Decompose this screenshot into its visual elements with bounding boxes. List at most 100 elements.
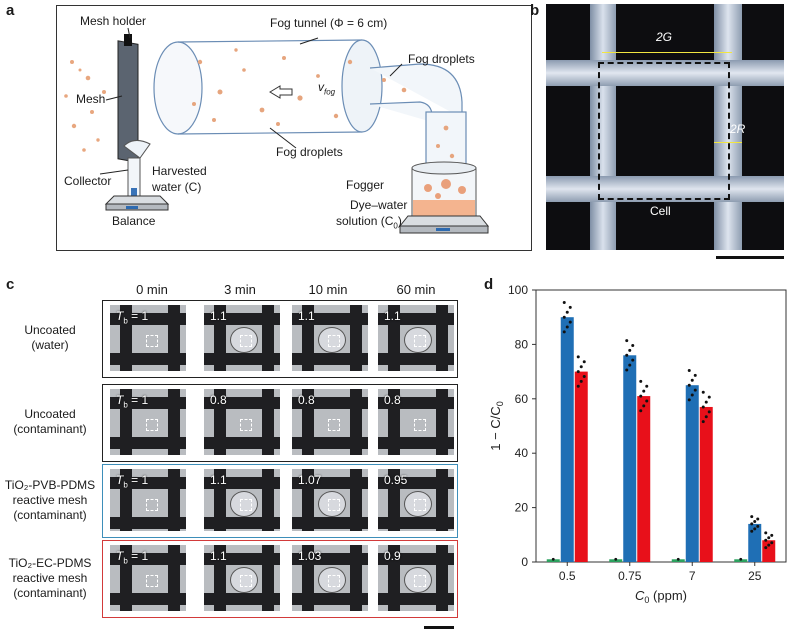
data-point: [704, 415, 708, 419]
roi-box: [328, 575, 340, 587]
data-point: [568, 320, 572, 324]
row-label-line: (contaminant): [13, 507, 87, 522]
roi-box: [146, 419, 158, 431]
y-tick-label: 20: [515, 501, 529, 515]
fog-droplets-bottom-label: Fog droplets: [276, 145, 343, 159]
droplet-photo: Tb = 1: [110, 305, 186, 371]
transmittance-value: 1.1: [384, 309, 401, 323]
y-tick-label: 60: [515, 392, 529, 406]
fogger-label: Fogger: [346, 178, 385, 192]
roi-box: [328, 419, 340, 431]
data-point: [551, 557, 555, 561]
data-point: [576, 355, 580, 359]
droplet: [404, 491, 432, 517]
y-axis-label: 1 − C/C0: [488, 401, 505, 450]
data-point: [693, 373, 697, 377]
balance-label: Balance: [112, 214, 156, 228]
transmittance-value: 1.1: [298, 309, 315, 323]
label-cell: Cell: [650, 204, 671, 218]
data-point: [704, 400, 708, 404]
tb-symbol: T: [116, 393, 124, 407]
x-axis-label-unit: (ppm): [649, 588, 687, 603]
transmittance-value: 0.8: [210, 393, 227, 407]
data-point: [701, 390, 705, 394]
bar: [748, 523, 762, 562]
data-point: [753, 519, 757, 523]
row-frame-2: [102, 464, 458, 538]
tb-symbol: T: [116, 549, 124, 563]
panel-label-b: b: [530, 2, 540, 19]
row-frame-3: [102, 540, 458, 618]
dye-label-2-end: ): [397, 214, 402, 228]
row-label-line: (contaminant): [13, 585, 87, 600]
mesh-fiber: [204, 553, 280, 565]
transmittance-value: 0.8: [298, 393, 315, 407]
transmittance-value: 1.07: [298, 473, 322, 487]
data-point: [579, 379, 583, 383]
data-point: [756, 524, 760, 528]
data-point: [631, 343, 635, 347]
v-fog-sub: fog: [324, 87, 336, 97]
dye-label-1: Dye–water: [350, 198, 408, 212]
y-tick-label: 100: [508, 283, 528, 297]
y-tick-label: 40: [515, 446, 529, 460]
row-label-1: Uncoated(contaminant): [0, 407, 100, 437]
transmittance-value: 0.8: [384, 393, 401, 407]
mesh-fiber: [292, 593, 368, 605]
data-point: [625, 353, 629, 357]
y-axis-label-sub: 0: [495, 401, 505, 406]
tb-sub: b: [123, 400, 128, 410]
droplet: [230, 567, 258, 593]
droplet-photo: 0.8: [378, 389, 454, 455]
data-point: [687, 369, 691, 373]
mesh-fiber: [204, 437, 280, 449]
tb-sub: b: [123, 556, 128, 566]
harvested-label-1: Harvested: [152, 164, 207, 178]
mesh-fiber: [204, 353, 280, 365]
droplet-photo: Tb = 1: [110, 389, 186, 455]
data-point: [582, 374, 586, 378]
data-point: [639, 379, 643, 383]
data-point: [750, 515, 754, 519]
droplet: [318, 327, 346, 353]
panel-label-a: a: [6, 2, 15, 19]
roi-box: [240, 335, 252, 347]
droplet: [230, 491, 258, 517]
data-point: [645, 399, 649, 403]
mesh-fiber: [110, 517, 186, 529]
mesh-fiber: [204, 477, 280, 489]
mesh-fiber: [378, 397, 454, 409]
fiber-vertical-left: [590, 4, 616, 250]
mesh-fiber: [378, 553, 454, 565]
data-point: [756, 517, 760, 521]
panel-label-d: d: [484, 276, 494, 293]
tb-symbol: T: [116, 473, 124, 487]
x-axis-label-symbol: C: [635, 588, 645, 603]
row-label-line: Uncoated: [24, 323, 76, 337]
droplet-photo: 0.8: [292, 389, 368, 455]
droplet-photo: 0.95: [378, 469, 454, 531]
data-point: [690, 393, 694, 397]
droplet-photo: Tb = 1: [110, 545, 186, 611]
time-label-0: 0 min: [136, 282, 168, 297]
data-point: [764, 546, 768, 550]
x-tick-label: 0.75: [618, 569, 642, 583]
data-point: [767, 543, 771, 547]
bar: [609, 559, 623, 562]
data-point: [693, 388, 697, 392]
roi-box: [414, 419, 426, 431]
data-point: [676, 557, 680, 561]
transmittance-value: 1.1: [210, 309, 227, 323]
x-tick-label: 7: [689, 569, 696, 583]
data-point: [614, 557, 618, 561]
droplet: [230, 327, 258, 353]
droplet-photo: 1.1: [204, 469, 280, 531]
mesh-fiber: [204, 313, 280, 325]
bar: [685, 385, 699, 562]
row-label-line: reactive mesh: [12, 570, 88, 585]
droplet-photo: 1.1: [292, 305, 368, 371]
data-point: [625, 368, 629, 372]
roi-box: [240, 419, 252, 431]
row-label-0: Uncoated(water): [0, 323, 100, 353]
